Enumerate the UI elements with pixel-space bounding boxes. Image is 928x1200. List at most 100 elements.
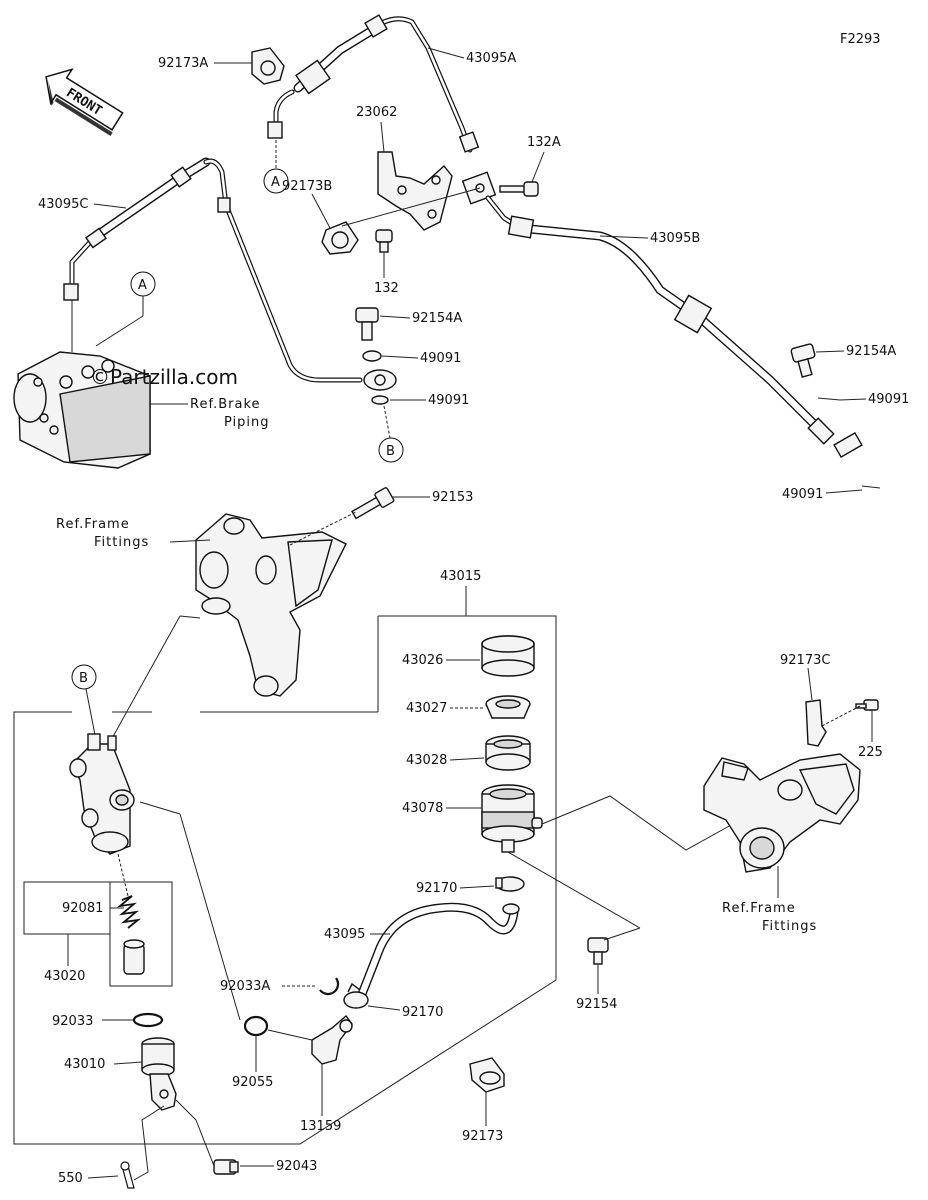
washer-49091-a bbox=[362, 350, 382, 362]
label-43015: 43015 bbox=[440, 569, 481, 584]
leader-92153-dash bbox=[289, 511, 357, 546]
leader-23062-bracket bbox=[341, 187, 481, 227]
marker-b-top bbox=[378, 437, 404, 463]
leader-spring-dash bbox=[117, 853, 129, 897]
label-92043: 92043 bbox=[276, 1159, 317, 1174]
leader-43095B bbox=[599, 235, 649, 239]
marker-b-lower bbox=[71, 664, 97, 690]
leader-92170-lower bbox=[367, 1005, 401, 1011]
clamp-92173C bbox=[805, 699, 827, 747]
label-43026: 43026 bbox=[402, 653, 443, 668]
label-43095C: 43095C bbox=[38, 197, 88, 212]
label-92081: 92081 bbox=[62, 901, 103, 916]
label-132: 132 bbox=[374, 281, 399, 296]
piston-43020 bbox=[123, 939, 145, 975]
circlip-92033 bbox=[132, 1012, 164, 1028]
bolt-132A bbox=[499, 181, 539, 197]
banjo-bolt-92154A-left bbox=[355, 307, 379, 341]
screw-225 bbox=[855, 699, 879, 711]
label-43095: 43095 bbox=[324, 927, 365, 942]
label-43027: 43027 bbox=[406, 701, 447, 716]
leader-225-dash bbox=[821, 705, 861, 727]
hose-43095 bbox=[357, 902, 520, 999]
label-92173: 92173 bbox=[462, 1129, 503, 1144]
leader-43095C bbox=[93, 203, 127, 209]
marker-a-abs-label: A bbox=[138, 278, 147, 293]
frame-bracket-left bbox=[195, 513, 347, 697]
label-49091-c: 49091 bbox=[868, 392, 909, 407]
circlip-92033A bbox=[319, 977, 340, 996]
label-92170-top: 92170 bbox=[416, 881, 457, 896]
bolt-92153 bbox=[351, 487, 395, 520]
leader-23062 bbox=[380, 121, 385, 153]
label-132A: 132A bbox=[527, 135, 561, 150]
hose-43095A bbox=[267, 14, 497, 205]
fitting-13159 bbox=[311, 1014, 353, 1065]
marker-a-top bbox=[263, 168, 289, 194]
bracket-23062 bbox=[377, 151, 453, 231]
label-43028: 43028 bbox=[406, 753, 447, 768]
front-arrow-icon: FRONT bbox=[45, 68, 124, 136]
pushrod-43010 bbox=[141, 1037, 177, 1111]
label-43095A: 43095A bbox=[466, 51, 516, 66]
label-92154A-right: 92154A bbox=[846, 344, 896, 359]
leader-92173C bbox=[807, 667, 813, 701]
marker-b-top-label: B bbox=[386, 444, 395, 459]
leader-43028 bbox=[449, 757, 485, 761]
leader-92154A-left bbox=[379, 315, 411, 319]
banjo-bolt-92154A-right bbox=[790, 343, 816, 378]
leader-reservoir-to-frame bbox=[541, 795, 741, 851]
pin-92043 bbox=[213, 1159, 239, 1175]
leader-marker-b-lower bbox=[85, 688, 97, 741]
reservoir-43078 bbox=[481, 784, 543, 853]
washer-49091-c bbox=[817, 397, 841, 401]
label-92153: 92153 bbox=[432, 490, 473, 505]
leader-a-abs-2 bbox=[95, 315, 144, 347]
cotter-pin-550 bbox=[120, 1161, 135, 1189]
label-49091-d: 49091 bbox=[782, 487, 823, 502]
label-92170-lower: 92170 bbox=[402, 1005, 443, 1020]
leader-92154A-right bbox=[815, 350, 845, 353]
leader-marker-b-top bbox=[383, 405, 391, 439]
leader-43010 bbox=[113, 1061, 143, 1065]
clamp-92173B bbox=[321, 221, 359, 255]
washer-49091-b bbox=[371, 395, 389, 405]
label-ref-frame-1b: Fittings bbox=[94, 535, 149, 550]
bolt-132 bbox=[375, 229, 393, 253]
leader-reservoir-to-92154 bbox=[507, 851, 641, 929]
label-92173C: 92173C bbox=[780, 653, 830, 668]
leader-49091-c bbox=[839, 398, 867, 401]
leader-ref-frame-1 bbox=[169, 539, 211, 543]
label-92173B: 92173B bbox=[282, 179, 332, 194]
marker-b-lower-label: B bbox=[79, 671, 88, 686]
label-225: 225 bbox=[858, 745, 883, 760]
leader-49091-d bbox=[825, 489, 863, 494]
label-ref-frame-1a: Ref.Frame bbox=[56, 517, 130, 532]
leader-92170-top bbox=[459, 885, 495, 889]
label-23062: 23062 bbox=[356, 105, 397, 120]
label-13159: 13159 bbox=[300, 1119, 341, 1134]
figure-code: F2293 bbox=[840, 32, 881, 47]
label-ref-frame-2a: Ref.Frame bbox=[722, 901, 796, 916]
leader-43095A bbox=[427, 47, 465, 59]
hose-43095C bbox=[63, 157, 397, 391]
leader-92043-path bbox=[175, 1099, 215, 1167]
leader-92055-to-fitting bbox=[267, 1029, 313, 1041]
clamp-92170-lower bbox=[343, 982, 369, 1009]
leader-frame-to-master-2 bbox=[179, 615, 201, 619]
leader-550-path bbox=[133, 1105, 165, 1181]
washer-49091-d bbox=[861, 485, 881, 489]
leader-body-to-oring-a bbox=[139, 801, 181, 815]
group-box-43020-ext bbox=[23, 881, 110, 935]
label-92154: 92154 bbox=[576, 997, 617, 1012]
label-ref-brake-1: Ref.Brake bbox=[190, 397, 261, 412]
label-43020: 43020 bbox=[44, 969, 85, 984]
label-92033A: 92033A bbox=[220, 979, 270, 994]
label-ref-frame-2b: Fittings bbox=[762, 919, 817, 934]
leader-49091-a bbox=[381, 355, 419, 359]
label-43078: 43078 bbox=[402, 801, 443, 816]
label-92033: 92033 bbox=[52, 1014, 93, 1029]
abs-unit bbox=[13, 351, 151, 469]
assembly-box-43015 bbox=[13, 615, 557, 1145]
label-49091-b: 49091 bbox=[428, 393, 469, 408]
